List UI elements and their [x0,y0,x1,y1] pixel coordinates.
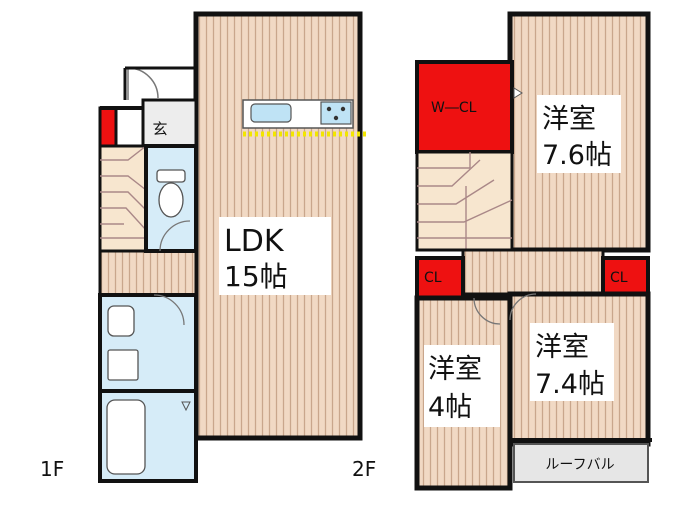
washroom [98,293,198,393]
balcony-label: ルーフバル [545,457,614,473]
bathroom [98,389,198,483]
cl-left-label: CL [424,270,442,286]
entrance-label: 玄 [152,120,167,138]
hall-floor [98,249,198,297]
closet-right [601,256,650,300]
floor-1f-label: 1F [40,457,64,481]
toilet-tank-icon [156,169,186,183]
sink-icon [250,103,292,123]
room-4-name: 洋室 [428,354,482,385]
ldk-label: LDK [224,224,285,259]
room-7-6-name: 洋室 [542,104,596,135]
ldk-size: 15帖 [224,260,288,293]
cl-right-label: CL [610,270,628,286]
room-7-4-size: 7.4帖 [535,369,605,400]
wcl-label: W―CL [431,100,477,116]
hall-2f [461,248,605,296]
room-4-size: 4帖 [428,392,472,423]
washbasin-icon [107,305,135,337]
room-7-4-name: 洋室 [535,332,589,363]
entrance-door-swing [127,67,159,100]
stove-icon [320,101,352,125]
bathtub-icon [106,399,146,475]
stairs-1f [98,144,148,253]
kitchen-counter [242,99,354,129]
shoe-closet [98,106,118,148]
washing-machine-icon [107,349,139,381]
toilet-bowl-icon [158,182,184,218]
floor-2f: 2F [352,11,652,491]
stairs-2f [415,150,514,252]
room-7-6-size: 7.6帖 [542,140,612,171]
roof-balcony [513,443,649,483]
floor-1f: 玄 1F [40,11,368,483]
closet-left [415,256,465,300]
toilet-room [144,144,198,253]
floor-2f-label: 2F [352,457,376,481]
entrance-area [141,98,198,148]
